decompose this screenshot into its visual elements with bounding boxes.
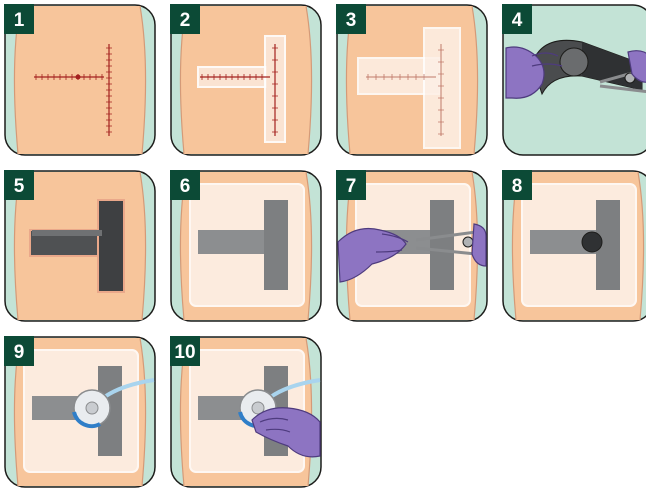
foam-in-wound-illustration: 5 bbox=[4, 170, 156, 322]
drape-illustration: 6 bbox=[170, 170, 322, 322]
step-number: 9 bbox=[14, 342, 25, 363]
pad-press-illustration: 10 bbox=[170, 336, 322, 488]
step-number: 5 bbox=[14, 176, 25, 197]
step-1-panel: 1 bbox=[4, 4, 156, 156]
step-8-panel: 8 bbox=[502, 170, 646, 322]
step-number: 8 bbox=[512, 176, 523, 197]
abdomen-incision-illustration: 1 bbox=[4, 4, 156, 156]
step-number: 7 bbox=[346, 176, 357, 197]
pad-illustration: 9 bbox=[4, 336, 156, 488]
hole-illustration: 8 bbox=[502, 170, 646, 322]
step-number: 2 bbox=[180, 10, 191, 31]
step-number: 3 bbox=[346, 10, 357, 31]
foam-cutting-illustration: 4 bbox=[502, 4, 646, 156]
step-number: 1 bbox=[14, 10, 25, 31]
step-10-panel: 10 bbox=[170, 336, 322, 488]
step-number: 4 bbox=[512, 10, 523, 31]
step-number: 6 bbox=[180, 176, 191, 197]
step-2-panel: 2 bbox=[170, 4, 322, 156]
step-7-panel: 7 bbox=[336, 170, 488, 322]
skin-protection-illustration: 2 bbox=[170, 4, 322, 156]
step-9-panel: 9 bbox=[4, 336, 156, 488]
step-number: 10 bbox=[174, 342, 195, 363]
step-3-panel: 3 bbox=[336, 4, 488, 156]
cut-hole-illustration: 7 bbox=[336, 170, 488, 322]
step-4-panel: 4 bbox=[502, 4, 646, 156]
step-6-panel: 6 bbox=[170, 170, 322, 322]
filler-strips-illustration: 3 bbox=[336, 4, 488, 156]
step-5-panel: 5 bbox=[4, 170, 156, 322]
